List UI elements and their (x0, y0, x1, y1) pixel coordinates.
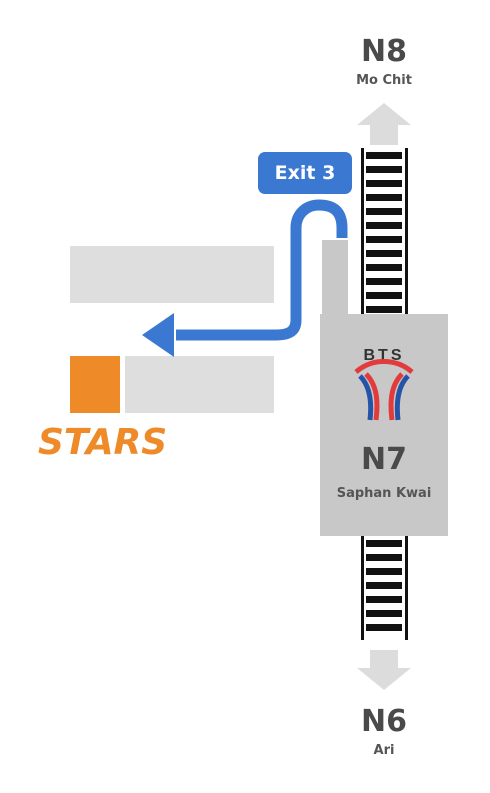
south-station-code: N6 (361, 704, 407, 739)
north-station-name: Mo Chit (356, 73, 412, 88)
bts-logo-icon: BTS (354, 347, 414, 421)
exit-route (176, 199, 348, 341)
building-upper (70, 246, 274, 303)
railway-track-north (361, 148, 408, 316)
arrow-up-icon (357, 103, 411, 145)
stars-marker (70, 356, 120, 413)
current-station-name: Saphan Kwai (336, 486, 432, 501)
route-arrow-icon (142, 313, 174, 357)
building-lower (125, 356, 274, 413)
current-station-code: N7 (361, 442, 407, 477)
north-station-code: N8 (361, 34, 407, 69)
south-station-name: Ari (373, 743, 395, 758)
railway-track-south (361, 536, 408, 640)
landmark-label: STARS (38, 422, 168, 463)
exit-3-button[interactable]: Exit 3 (258, 152, 352, 194)
arrow-down-icon (357, 650, 411, 690)
station-block (320, 240, 448, 536)
